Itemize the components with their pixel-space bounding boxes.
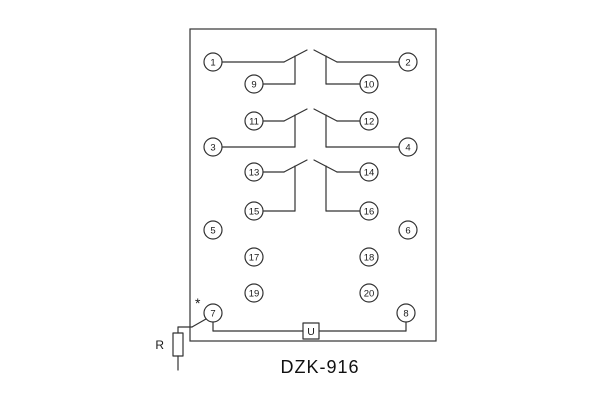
terminal-12: 12 [359,111,379,131]
terminal-4-number: 4 [405,143,410,154]
terminal-4-circle [398,137,418,157]
resistor-body [172,332,184,357]
terminal-5: 5 [203,220,223,240]
terminal-1-circle [203,52,223,72]
terminal-5-circle [203,220,223,240]
contact-12-4 [313,108,400,148]
contact-13-15 [262,159,308,212]
terminal-8-number: 8 [403,309,408,320]
terminal-6: 6 [398,220,418,240]
wire-7-to-resistor-a [191,318,207,328]
terminal-9: 9 [244,74,264,94]
terminal-17: 17 [244,247,264,267]
terminal-2: 2 [398,52,418,72]
polarity-mark: * [195,295,201,311]
terminal-19-number: 19 [249,289,260,300]
terminal-12-number: 12 [364,117,375,128]
terminal-20-circle [359,283,379,303]
terminal-5-number: 5 [210,226,215,237]
terminal-14: 14 [359,162,379,182]
terminal-9-number: 9 [251,80,256,91]
terminal-3: 3 [203,137,223,157]
terminal-17-number: 17 [249,253,260,264]
terminal-11: 11 [244,111,264,131]
terminal-15-number: 15 [249,207,260,218]
contact-2-10 [313,49,400,85]
terminal-13: 13 [244,162,264,182]
terminal-17-circle [244,247,264,267]
terminal-8: 8 [396,303,416,323]
terminal-8-circle [396,303,416,323]
terminal-20-number: 20 [364,289,375,300]
terminal-2-number: 2 [405,58,410,69]
terminal-1: 1 [203,52,223,72]
contact-1-9 [221,49,308,85]
terminal-10-number: 10 [364,80,375,91]
terminal-10-circle [359,74,379,94]
terminal-11-circle [244,111,264,131]
terminal-15-circle [244,201,264,221]
terminal-6-number: 6 [405,226,410,237]
case-border [189,28,437,342]
terminal-7-number: 7 [210,309,215,320]
terminal-14-circle [359,162,379,182]
terminal-7-circle [203,303,223,323]
terminal-4: 4 [398,137,418,157]
terminal-18-number: 18 [364,253,375,264]
terminal-16-circle [359,201,379,221]
terminal-13-number: 13 [249,168,260,179]
terminal-6-circle [398,220,418,240]
terminal-18: 18 [359,247,379,267]
terminal-11-number: 11 [249,117,259,128]
terminal-3-circle [203,137,223,157]
terminal-12-circle [359,111,379,131]
terminal-10: 10 [359,74,379,94]
terminal-14-number: 14 [364,168,375,179]
bottom-circuit: U * R [155,295,407,371]
terminal-16: 16 [359,201,379,221]
terminal-13-circle [244,162,264,182]
terminal-16-number: 16 [364,207,375,218]
terminal-2-circle [398,52,418,72]
contact-11-3 [221,108,308,148]
terminal-19-circle [244,283,264,303]
terminal-19: 19 [244,283,264,303]
terminal-18-circle [359,247,379,267]
voltage-element-label: U [307,326,315,338]
terminal-15: 15 [244,201,264,221]
contact-14-16 [313,159,361,212]
terminal-20: 20 [359,283,379,303]
terminal-9-circle [244,74,264,94]
terminal-1-number: 1 [210,58,215,69]
resistor-label: R [155,338,164,352]
terminal-7: 7 [203,303,223,323]
terminal-3-number: 3 [210,143,215,154]
model-label: DZK-916 [280,357,359,377]
